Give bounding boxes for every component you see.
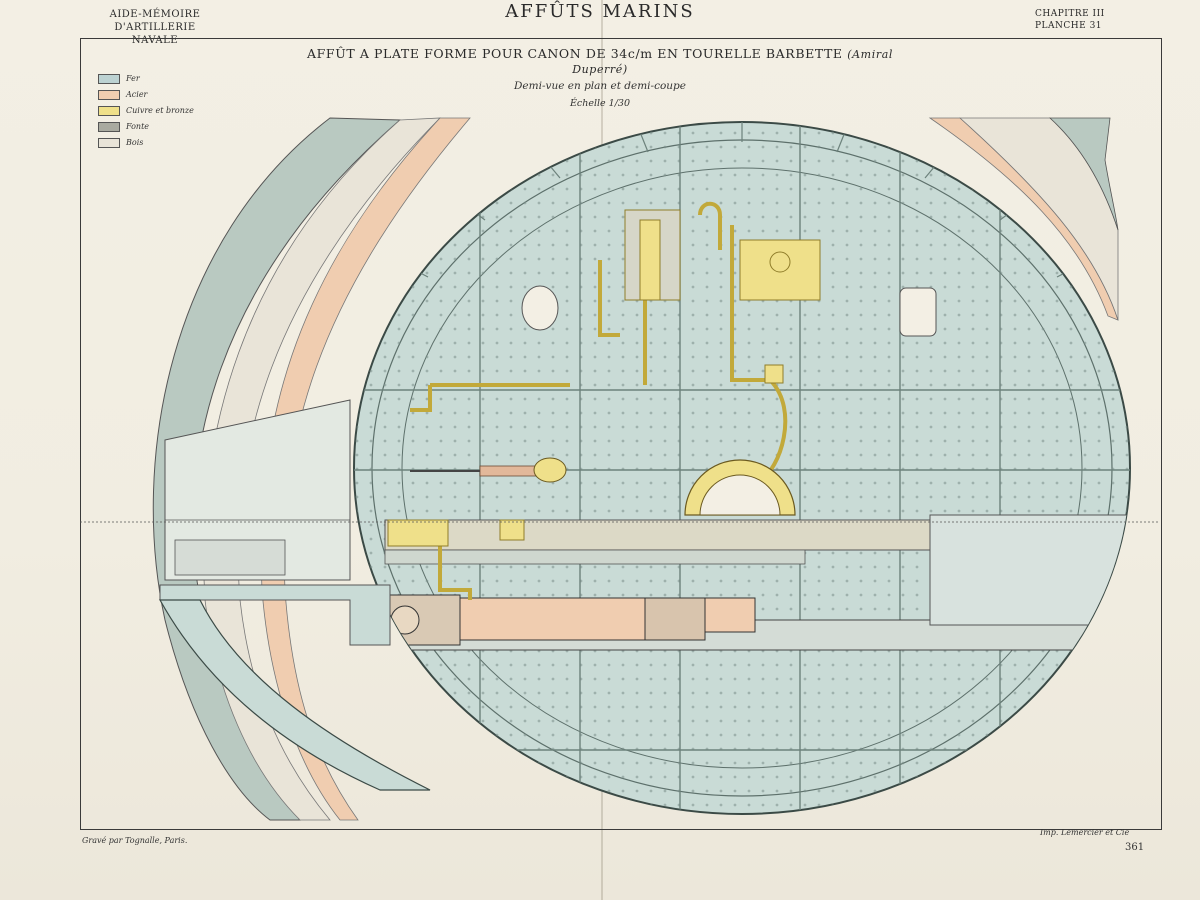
printer-credit: Imp. Lemercier et Cie — [1040, 828, 1130, 837]
legend-swatch — [98, 105, 120, 116]
drawing-title: AFFÛT A PLATE FORME POUR CANON DE 34c/m … — [290, 46, 910, 76]
series-line-1: AIDE-MÉMOIRE — [109, 9, 201, 20]
engraver-credit: Gravé par Tognalle, Paris. — [82, 836, 188, 845]
drawing-title-main: AFFÛT A PLATE FORME POUR CANON DE 34c/m … — [307, 46, 843, 61]
legend-item-bois: Bois — [98, 136, 194, 149]
plate-frame — [80, 38, 1162, 830]
legend-item-cuivre: Cuivre et bronze — [98, 104, 194, 117]
barbette-wall-left — [152, 117, 471, 821]
legend-label: Fonte — [126, 122, 150, 131]
legend-label: Acier — [126, 90, 148, 99]
legend-swatch — [98, 89, 120, 100]
page-number: 361 — [1125, 842, 1145, 853]
valve-assembly — [387, 209, 821, 547]
scale-caption: Échelle 1/30 — [569, 98, 631, 109]
series-line-2: D'ARTILLERIE NAVALE — [114, 22, 196, 46]
drawing-title-ship: (Amiral Duperré) — [572, 48, 893, 76]
barbette-wall-right — [928, 117, 1119, 321]
embrasure-section — [158, 399, 431, 791]
turret-body — [353, 121, 1131, 815]
chapter-label: CHAPITRE III — [1035, 9, 1105, 19]
series-header: AIDE-MÉMOIRE D'ARTILLERIE NAVALE — [95, 8, 215, 47]
legend-item-fonte: Fonte — [98, 120, 194, 133]
legend-item-acier: Acier — [98, 88, 194, 101]
legend-swatch — [98, 121, 120, 132]
plate-number: PLANCHE 31 — [1035, 21, 1103, 31]
chapter-header: CHAPITRE III PLANCHE 31 — [1035, 8, 1125, 32]
legend-swatch — [98, 137, 120, 148]
legend-label: Bois — [126, 138, 144, 147]
material-legend: Fer Acier Cuivre et bronze Fonte Bois — [98, 72, 194, 152]
legend-label: Fer — [126, 74, 140, 83]
view-caption: Demi-vue en plan et demi-coupe — [514, 80, 686, 92]
legend-swatch — [98, 73, 120, 84]
legend-label: Cuivre et bronze — [126, 106, 194, 115]
legend-item-fer: Fer — [98, 72, 194, 85]
plate-section-title: AFFÛTS MARINS — [505, 1, 695, 22]
